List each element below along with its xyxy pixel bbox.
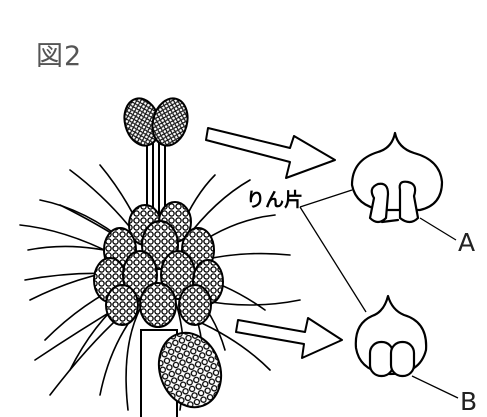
male-cone-top	[119, 94, 192, 149]
scale-b	[356, 296, 426, 376]
scale-a	[352, 133, 442, 222]
label-b: B	[460, 387, 477, 416]
arrow-upper	[206, 128, 335, 178]
arrow-lower	[236, 318, 342, 358]
label-scale: りん片	[246, 185, 303, 212]
label-a: A	[458, 228, 475, 257]
male-cone-cluster	[94, 202, 223, 327]
